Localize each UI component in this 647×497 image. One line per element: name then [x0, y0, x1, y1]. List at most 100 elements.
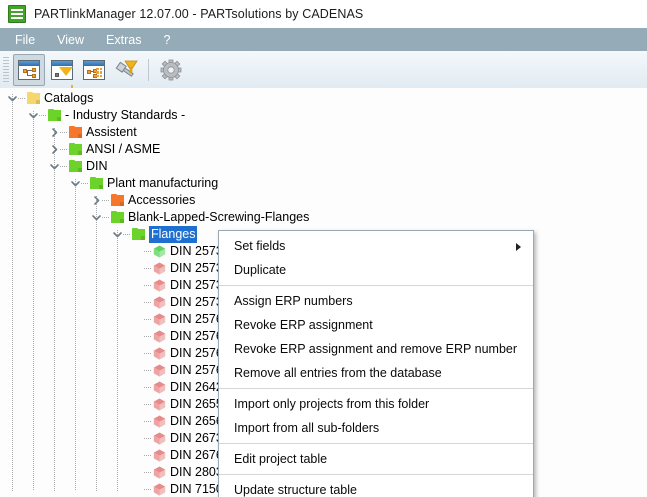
tree-node[interactable]: Catalogs [0, 90, 647, 107]
tree-connector [144, 251, 152, 252]
menu-item-label: Import only projects from this folder [234, 397, 430, 411]
menu-extras[interactable]: Extras [106, 32, 142, 47]
tree-connector [144, 421, 152, 422]
chevron-down-icon[interactable] [112, 229, 123, 240]
tree-node-label: ANSI / ASME [86, 142, 161, 156]
menu-item-label: Revoke ERP assignment [234, 318, 373, 332]
tree-node[interactable]: ANSI / ASME [0, 141, 647, 158]
menu-view[interactable]: View [57, 32, 85, 47]
part-cube-icon [153, 466, 166, 479]
menu-item-label: Edit project table [234, 452, 328, 466]
tree-node[interactable]: Accessories [0, 192, 647, 209]
part-cube-icon [153, 262, 166, 275]
tree-connector [144, 370, 152, 371]
menu-bar: File View Extras ? [0, 28, 647, 51]
part-cube-icon [153, 296, 166, 309]
tree-node-label: Assistent [86, 125, 137, 139]
database-stack-icon [8, 5, 26, 23]
folder-icon [132, 228, 145, 240]
tree-node[interactable]: DIN 2656 [0, 413, 647, 430]
tree-guide-line [33, 111, 34, 491]
chevron-down-icon[interactable] [70, 178, 81, 189]
part-cube-icon [153, 313, 166, 326]
menu-item-label: Set fields [234, 239, 286, 253]
folder-icon [48, 109, 61, 121]
part-cube-icon [153, 381, 166, 394]
tree-node[interactable]: Assistent [0, 124, 647, 141]
chevron-down-icon[interactable] [28, 110, 39, 121]
tree-node[interactable]: DIN 2676 [0, 447, 647, 464]
ctx-import-all-subfolders[interactable]: Import from all sub-folders [219, 416, 533, 440]
tree-node[interactable]: Plant manufacturing [0, 175, 647, 192]
folder-icon [90, 177, 103, 189]
tree-connector [144, 268, 152, 269]
tree-node-label: DIN 2656 [170, 414, 223, 428]
ctx-revoke-erp-assignment[interactable]: Revoke ERP assignment [219, 313, 533, 337]
tree-node-label: DIN 2676 [170, 448, 223, 462]
submenu-arrow-icon [516, 243, 521, 251]
menu-file[interactable]: File [15, 32, 36, 47]
chevron-down-icon[interactable] [91, 212, 102, 223]
tree-node[interactable]: DIN 2655 [0, 396, 647, 413]
tree-connector [144, 472, 152, 473]
menu-item-label: Assign ERP numbers [234, 294, 353, 308]
tree-node-label: DIN 28039 [170, 465, 230, 479]
chevron-down-icon[interactable] [49, 161, 60, 172]
part-filter-button[interactable] [111, 55, 141, 85]
ctx-remove-all-entries[interactable]: Remove all entries from the database [219, 361, 533, 385]
tree-connector [144, 489, 152, 490]
tree-node[interactable]: - Industry Standards - [0, 107, 647, 124]
menu-item-label: Import from all sub-folders [234, 421, 380, 435]
ctx-edit-project-table[interactable]: Edit project table [219, 447, 533, 471]
menu-item-label: Duplicate [234, 263, 287, 277]
folder-icon [69, 126, 82, 138]
chevron-right-icon[interactable] [91, 195, 102, 206]
window-nodes-grid-icon [83, 59, 105, 80]
tree-connector [102, 217, 110, 218]
tree-connector [60, 149, 68, 150]
ctx-assign-erp-numbers[interactable]: Assign ERP numbers [219, 289, 533, 313]
tree-connector [39, 115, 47, 116]
tree-node[interactable]: Blank-Lapped-Screwing-Flanges [0, 209, 647, 226]
ctx-import-only-this-folder[interactable]: Import only projects from this folder [219, 392, 533, 416]
tree-guide-line [54, 128, 55, 491]
settings-button[interactable] [156, 55, 186, 85]
tree-node-label: Plant manufacturing [107, 176, 219, 190]
filter-view-button[interactable] [47, 55, 77, 91]
toolbar-gripper[interactable] [3, 56, 9, 83]
menu-item-label: Revoke ERP assignment and remove ERP num… [234, 342, 518, 356]
part-cube-icon [153, 432, 166, 445]
tree-node[interactable]: DIN 2642 [0, 379, 647, 396]
ctx-set-fields[interactable]: Set fields [219, 234, 533, 258]
tree-node[interactable]: DIN 28039 [0, 464, 647, 481]
window-nodes-icon [18, 59, 40, 80]
folder-icon [27, 92, 40, 104]
window-title: PARTlinkManager 12.07.00 - PARTsolutions… [34, 7, 364, 21]
chevron-right-icon[interactable] [49, 127, 60, 138]
window-funnel-icon [51, 59, 73, 91]
chevron-right-icon[interactable] [49, 144, 60, 155]
menu-separator [219, 388, 533, 389]
tree-connector [144, 285, 152, 286]
tree-node[interactable]: Flanges [0, 226, 647, 243]
tree-connector [144, 438, 152, 439]
tree-connector [144, 336, 152, 337]
ctx-duplicate[interactable]: Duplicate [219, 258, 533, 282]
tree-node[interactable]: DIN [0, 158, 647, 175]
table-view-button[interactable] [79, 55, 109, 85]
tree-node-label: Blank-Lapped-Screwing-Flanges [128, 210, 310, 224]
tree-node[interactable]: DIN 2673 [0, 430, 647, 447]
menu-separator [219, 285, 533, 286]
tree-node-label: DIN 2655 [170, 397, 223, 411]
chevron-down-icon[interactable] [7, 93, 18, 104]
tree-node-label: - Industry Standards - [65, 108, 186, 122]
ctx-revoke-erp-and-remove[interactable]: Revoke ERP assignment and remove ERP num… [219, 337, 533, 361]
tree-guide-line [75, 179, 76, 491]
folder-icon [69, 143, 82, 155]
part-cube-icon [153, 279, 166, 292]
menu-help[interactable]: ? [163, 32, 171, 47]
structure-view-button[interactable] [13, 53, 45, 86]
part-cube-icon [153, 364, 166, 377]
ctx-update-structure-table[interactable]: Update structure table [219, 478, 533, 497]
